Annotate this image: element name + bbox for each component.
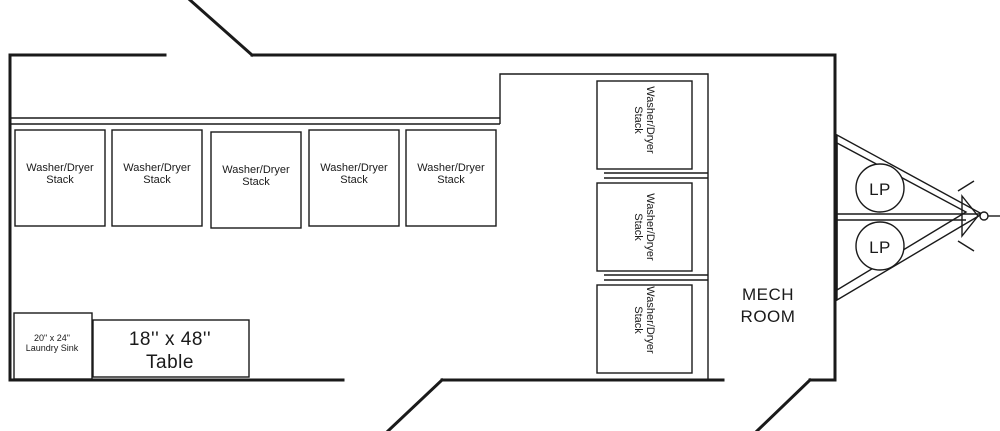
- mech-room-label-line2: ROOM: [741, 307, 796, 326]
- sink-name-label: Laundry Sink: [26, 343, 79, 353]
- washer-dryer-stack: Washer/DryerStack: [596, 284, 693, 374]
- exterior-walls: [8, 0, 837, 431]
- unit-label-line: Stack: [632, 306, 644, 334]
- lp-tank-label: LP: [869, 180, 891, 199]
- lp-tank-label: LP: [869, 238, 891, 257]
- unit-label-line: Stack: [46, 174, 74, 186]
- table-name-label: Table: [146, 352, 194, 373]
- trailer-tongue: [836, 133, 1000, 302]
- table-size-label: 18'' x 48'': [129, 329, 211, 350]
- laundry-sink: 20" x 24" Laundry Sink: [13, 312, 93, 380]
- unit-label-line: Stack: [340, 174, 368, 186]
- table: 18'' x 48'' Table: [92, 319, 250, 378]
- right-column-units: Washer/DryerStack Washer/DryerStack Wash…: [596, 80, 693, 374]
- lp-tank: LP: [855, 221, 905, 271]
- unit-label: Washer/DryerStack: [632, 286, 656, 354]
- unit-label-line: Stack: [632, 106, 644, 134]
- lp-tank: LP: [855, 163, 905, 213]
- unit-label: Washer/DryerStack: [632, 193, 656, 261]
- unit-label-line: Stack: [143, 174, 171, 186]
- washer-dryer-stack: Washer/DryerStack: [596, 80, 693, 170]
- mech-room: MECH ROOM: [741, 285, 796, 326]
- hitch-coupler-icon: [957, 180, 1000, 252]
- lp-tanks: LP LP: [855, 163, 905, 271]
- sink-size-label: 20" x 24": [34, 333, 70, 343]
- interior-partitions: [10, 73, 709, 380]
- unit-label: Washer/DryerStack: [632, 86, 656, 154]
- washer-dryer-stack: Washer/DryerStack: [596, 182, 693, 272]
- unit-label-line: Stack: [242, 176, 270, 188]
- unit-label-line: Stack: [632, 213, 644, 241]
- mech-room-label-line1: MECH: [742, 285, 794, 304]
- unit-label-line: Stack: [437, 174, 465, 186]
